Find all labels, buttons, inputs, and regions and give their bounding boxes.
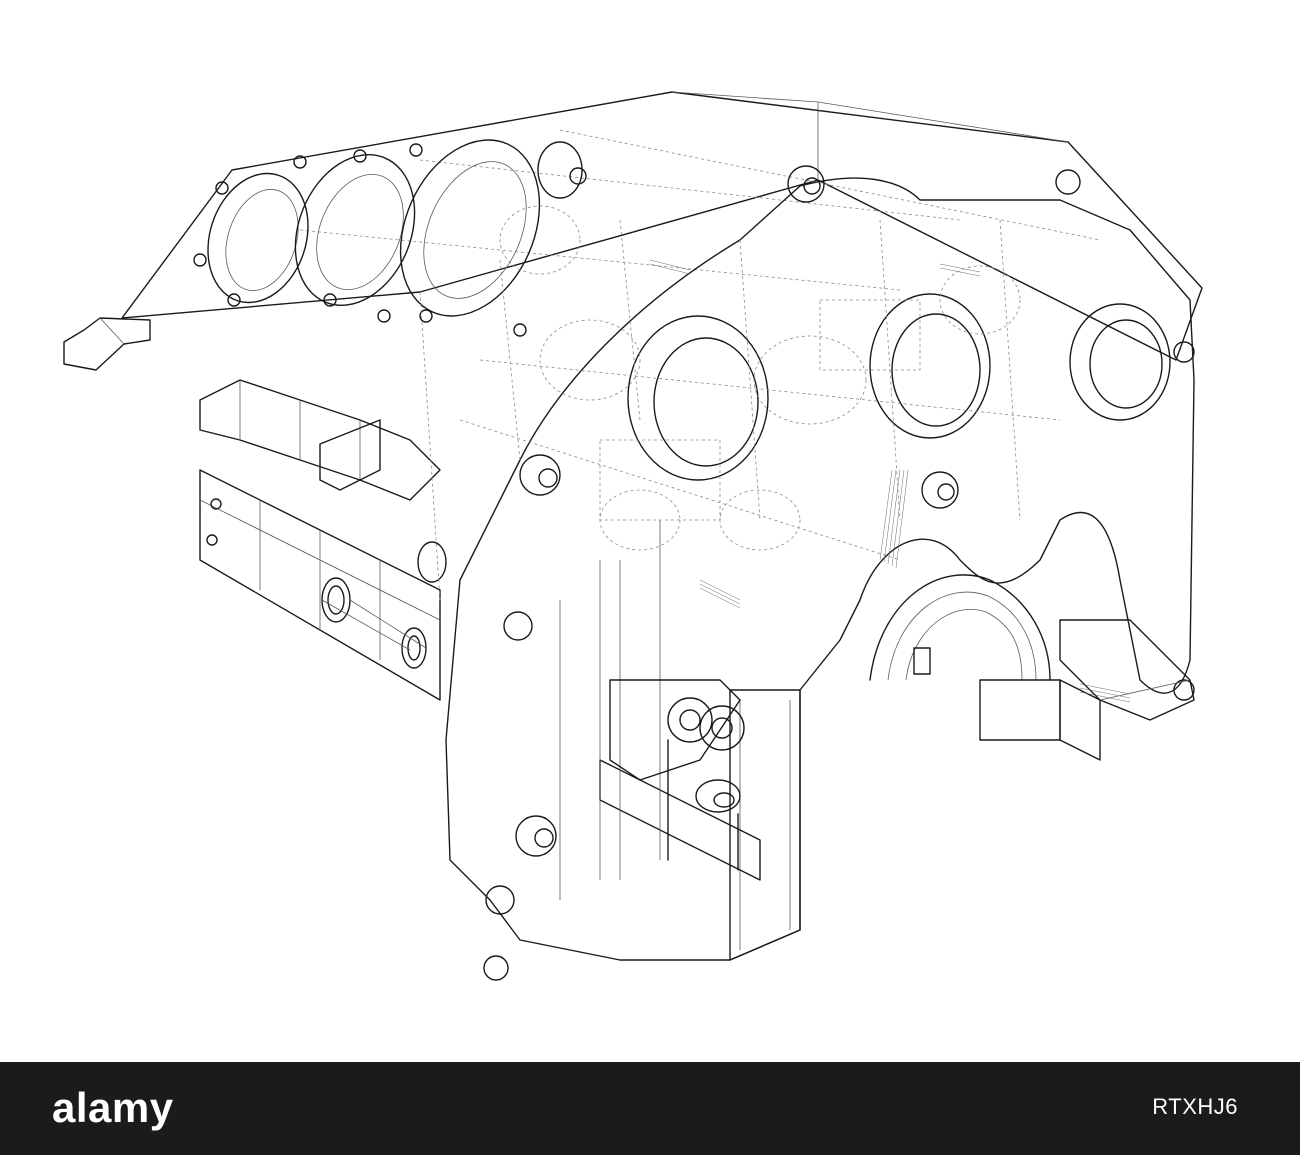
engine-block-wireframe-icon: [63, 91, 1203, 981]
hidden-lines: [419, 205, 1061, 601]
engine-block-drawing: [63, 91, 1203, 981]
hatching: [649, 259, 1131, 703]
alamy-logo: alamy: [52, 1084, 174, 1131]
oil-fittings: [609, 679, 745, 871]
left-flange: [63, 317, 441, 701]
cylinder-bores: [193, 139, 587, 337]
side-ports: [321, 541, 447, 669]
front-face: [445, 165, 1195, 981]
lower-skirt: [559, 520, 801, 961]
image-code: RTXHJ6: [1152, 1094, 1238, 1119]
main-bearing-cap: [869, 574, 1195, 761]
watermark-bar: alamy RTXHJ6: [0, 1062, 1300, 1155]
top-deck: [121, 91, 1203, 361]
